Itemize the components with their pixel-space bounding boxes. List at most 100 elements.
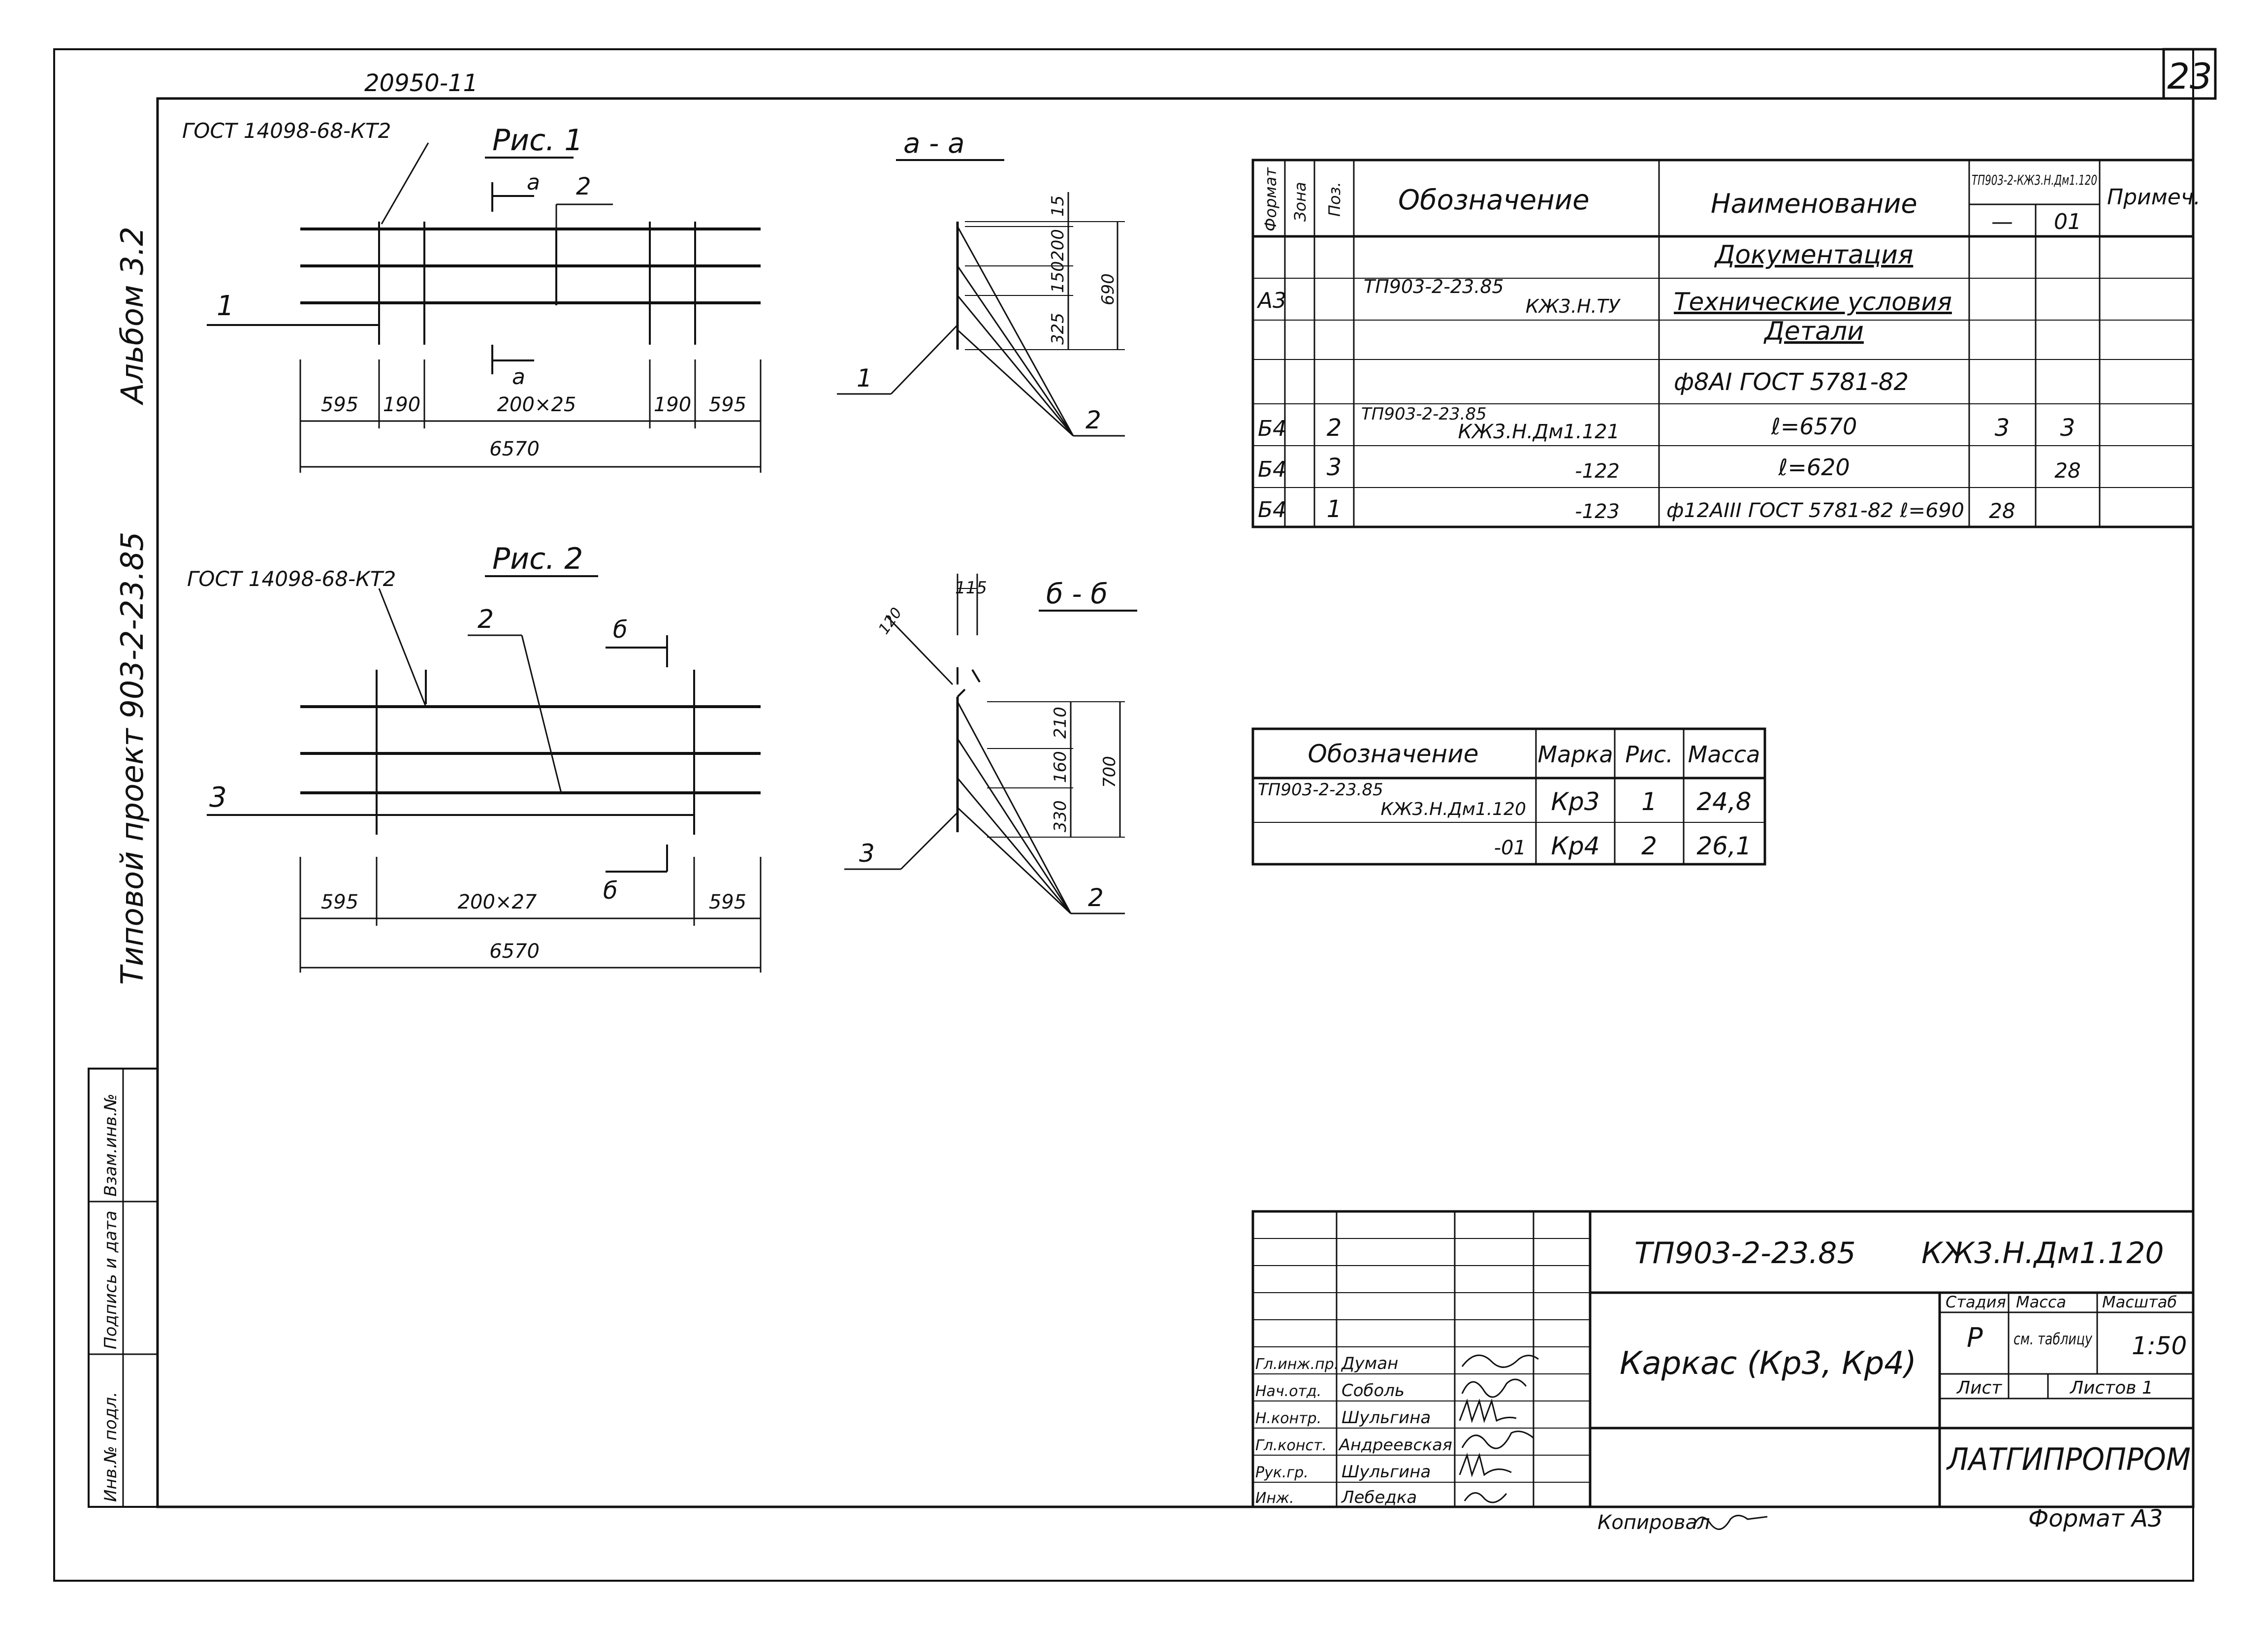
tb-mass: см. таблицу <box>2013 1330 2093 1348</box>
side-label-album: Альбом 3.2 <box>114 227 150 406</box>
section-a-callout-1: 1 <box>857 364 872 392</box>
section-b-callout-2: 2 <box>1088 883 1104 912</box>
mass-h-mass: Масса <box>1688 741 1760 768</box>
tb-person-4-name: Шульгина <box>1342 1462 1431 1482</box>
tb-name: Каркас (Кр3, Кр4) <box>1620 1345 1917 1382</box>
section-a-dim-3: 325 <box>1048 313 1068 345</box>
archive-number: 20950-11 <box>364 69 478 97</box>
spec-h-name: Наименование <box>1711 188 1917 219</box>
mass-row-0-designation: ТП903-2-23.85 <box>1258 780 1383 800</box>
spec-h-note: Примеч. <box>2107 185 2201 210</box>
spec-row-5-qty-b: 28 <box>2054 458 2080 483</box>
signature-0 <box>1461 1354 1539 1368</box>
spec-h-qty-a: — <box>1991 209 2013 234</box>
left-stamp: Инв.№ подл. Подпись и дата Взам.инв.№ <box>88 1068 159 1508</box>
section-a-total: 690 <box>1098 273 1118 305</box>
fig1-dim-3: 190 <box>654 393 691 416</box>
mass-row-0-mark: Кр3 <box>1551 787 1599 816</box>
spec-row-4-qty-a: 3 <box>1995 414 2010 442</box>
spec-row-4-name: ℓ=6570 <box>1771 413 1857 440</box>
tb-scale-label: Масштаб <box>2102 1293 2177 1311</box>
tb-person-5-name: Лебедка <box>1341 1488 1417 1507</box>
tb-person-5-role: Инж. <box>1255 1490 1294 1507</box>
spec-row-3-name: ф8АI ГОСТ 5781-82 <box>1674 368 1909 396</box>
tb-stage: Р <box>1967 1322 1983 1353</box>
tb-person-1-name: Соболь <box>1342 1381 1405 1400</box>
mass-row-0-mass: 24,8 <box>1696 787 1751 816</box>
mass-row-1-fig: 2 <box>1641 832 1657 860</box>
spec-row-1-format: А3 <box>1256 288 1286 313</box>
section-a-title: а - а <box>903 128 964 160</box>
fig2-weld-ref: ГОСТ 14098-68-КТ2 <box>187 567 396 591</box>
stamp-replace: Взам.инв.№ <box>101 1094 121 1197</box>
tb-person-1-role: Нач.отд. <box>1255 1383 1321 1400</box>
spec-h-format: Формат <box>1261 167 1280 231</box>
section-a-dim-0: 15 <box>1048 195 1068 217</box>
section-b-total: 700 <box>1100 756 1119 788</box>
section-a: а - а 2 1 15 200 150 325 690 <box>837 128 1125 437</box>
spec-h-qty-doc: ТП903-2-КЖ3.Н.Дм1.120 <box>1972 172 2097 188</box>
fig2-callout-3: 3 <box>209 781 227 814</box>
fig1-dim-4: 595 <box>709 393 746 416</box>
fig2-dim-1: 200×27 <box>458 891 537 913</box>
figure-2: ГОСТ 14098-68-КТ2 Рис. 2 б 2 3 б 595 200… <box>187 542 762 973</box>
fig1-callout-2: 2 <box>576 173 591 200</box>
fig2-cut-bottom: б <box>603 877 618 905</box>
spec-h-designation: Обозначение <box>1398 184 1590 216</box>
section-b-dim-top: 115 <box>955 578 987 598</box>
sheet-number-box <box>2162 48 2217 100</box>
spec-row-0-name: Документация <box>1714 240 1913 270</box>
fig1-cut-bottom: а <box>512 364 525 390</box>
spec-row-2-name: Детали <box>1763 317 1864 346</box>
tb-person-2-role: Н.контр. <box>1255 1410 1321 1427</box>
section-a-dim-1: 200 <box>1048 229 1068 261</box>
tb-person-0-role: Гл.инж.пр. <box>1255 1356 1339 1373</box>
spec-row-6-format: Б4 <box>1258 497 1286 522</box>
spec-row-4-qty-b: 3 <box>2060 414 2076 442</box>
mass-table: Обозначение Марка Рис. Масса ТП903-2-23.… <box>1251 727 1766 866</box>
tb-person-0-name: Думан <box>1341 1354 1398 1373</box>
tb-mass-label: Масса <box>2016 1293 2066 1311</box>
spec-h-zone: Зона <box>1291 182 1310 222</box>
spec-row-4-designation-sub: КЖ3.Н.Дм1.121 <box>1458 421 1620 443</box>
spec-row-6-designation-sub: -123 <box>1575 500 1620 523</box>
copier-signature <box>1693 1515 1768 1530</box>
spec-row-6-pos: 1 <box>1327 495 1342 523</box>
signature-5 <box>1464 1492 1507 1503</box>
tb-sheets-label: Листов 1 <box>2069 1378 2153 1398</box>
fig1-weld-ref: ГОСТ 14098-68-КТ2 <box>182 119 391 143</box>
tb-sheet-label: Лист <box>1956 1378 2002 1398</box>
signature-1 <box>1461 1378 1527 1398</box>
mass-row-1-mark: Кр4 <box>1551 832 1599 860</box>
fig1-callout-1: 1 <box>217 290 234 322</box>
tb-person-3-name: Андреевская <box>1338 1435 1452 1454</box>
stamp-signature: Подпись и дата <box>101 1210 121 1349</box>
fig1-title: Рис. 1 <box>492 123 583 158</box>
tb-stage-label: Стадия <box>1946 1293 2006 1311</box>
mass-row-0-fig: 1 <box>1641 787 1657 816</box>
fig1-dim-0: 595 <box>321 393 358 416</box>
figure-1: ГОСТ 14098-68-КТ2 Рис. 1 а 2 1 а <box>182 119 762 473</box>
signature-3 <box>1461 1431 1534 1449</box>
mass-row-1-designation-sub: -01 <box>1494 837 1526 859</box>
fig2-dim-2: 595 <box>709 891 746 913</box>
spec-row-4-pos: 2 <box>1327 414 1342 442</box>
fig2-title: Рис. 2 <box>492 542 583 576</box>
spec-row-6-qty-a: 28 <box>1989 499 2015 523</box>
fig2-total: 6570 <box>489 940 540 963</box>
section-b-dim-0: 210 <box>1051 707 1070 739</box>
section-b: б - б 115 120 2 3 210 160 330 700 <box>844 574 1137 914</box>
fig2-cut-top: б <box>613 616 628 644</box>
sheet-number: 23 <box>2167 56 2212 97</box>
spec-row-5-designation-sub: -122 <box>1575 460 1620 483</box>
spec-row-1-designation-sub: КЖ3.Н.ТУ <box>1526 295 1621 317</box>
signature-4 <box>1459 1452 1512 1478</box>
fig1-total: 6570 <box>489 438 540 460</box>
tb-code: ТП903-2-23.85 КЖ3.Н.Дм1.120 <box>1634 1236 2164 1270</box>
fig2-callout-2: 2 <box>478 605 494 634</box>
section-b-dim-1: 160 <box>1051 751 1070 783</box>
mass-row-0-designation-sub: КЖ3.Н.Дм1.120 <box>1380 799 1526 819</box>
tb-org: ЛАТГИПРОПРОМ <box>1946 1441 2191 1477</box>
signature-2 <box>1459 1398 1517 1424</box>
